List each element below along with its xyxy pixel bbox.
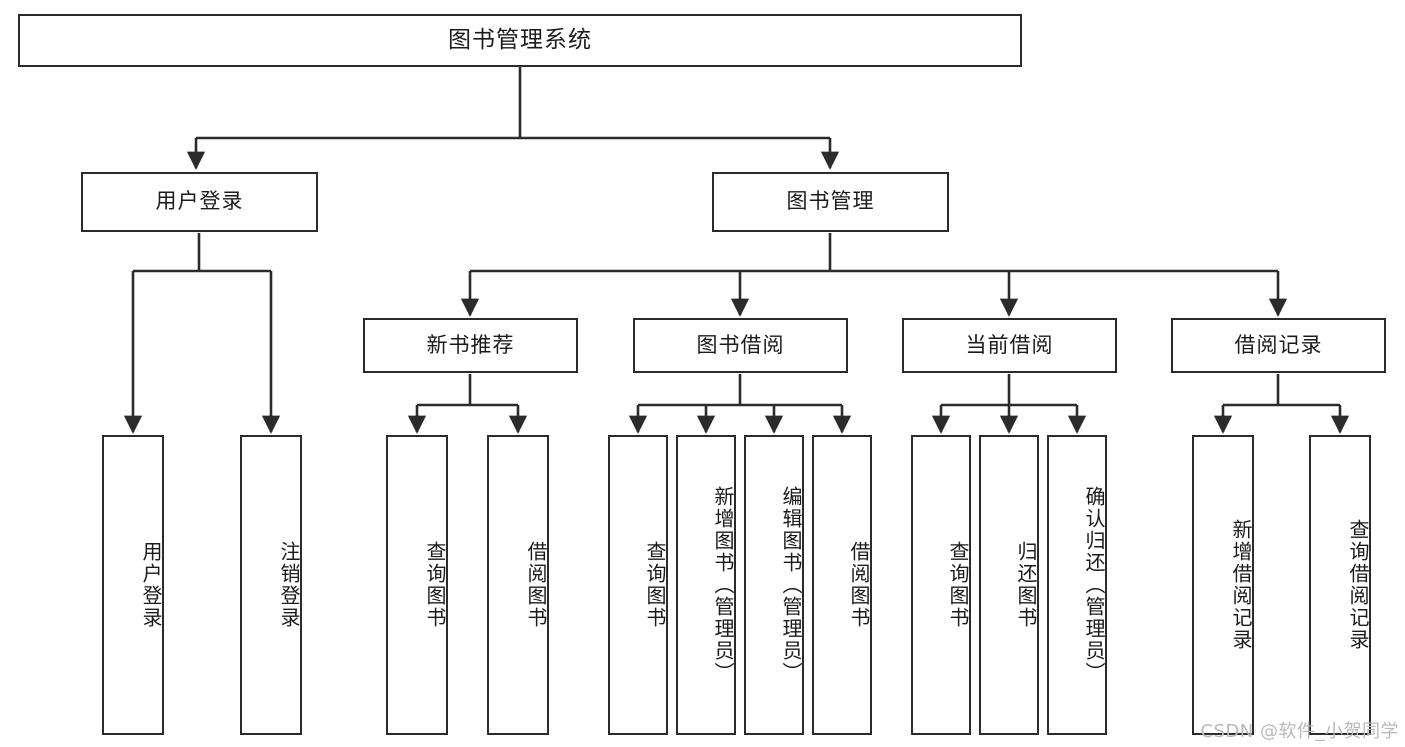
node-leaf-query-book-borrow[interactable]: 查询图书 [608, 435, 668, 735]
node-label: 确认归还（管理员） [1082, 486, 1106, 684]
node-book-manage[interactable]: 图书管理 [712, 172, 949, 232]
node-leaf-confirm-return[interactable]: 确认归还（管理员） [1047, 435, 1107, 735]
node-label: 查询借阅记录 [1346, 519, 1370, 651]
watermark: CSDN @软件_小贺同学 [1200, 721, 1399, 742]
node-label: 图书借阅 [696, 332, 785, 357]
node-label: 编辑图书（管理员） [779, 486, 803, 684]
node-label: 归还图书 [1014, 541, 1038, 629]
node-leaf-borrow-book[interactable]: 借阅图书 [812, 435, 872, 735]
node-label: 借阅记录 [1234, 332, 1323, 357]
node-label: 借阅图书 [524, 541, 548, 629]
node-current-borrow[interactable]: 当前借阅 [902, 318, 1117, 373]
node-label: 借阅图书 [847, 541, 871, 629]
node-leaf-edit-book[interactable]: 编辑图书（管理员） [744, 435, 804, 735]
node-label: 用户登录 [155, 189, 244, 214]
node-book-borrow[interactable]: 图书借阅 [633, 318, 848, 373]
node-leaf-logout[interactable]: 注销登录 [240, 435, 302, 735]
node-label: 注销登录 [277, 541, 301, 629]
node-root-system[interactable]: 图书管理系统 [18, 14, 1022, 67]
node-label: 新书推荐 [426, 332, 515, 357]
node-leaf-query-record[interactable]: 查询借阅记录 [1309, 435, 1371, 735]
node-label: 新增借阅记录 [1229, 519, 1253, 651]
node-new-book-recommend[interactable]: 新书推荐 [363, 318, 578, 373]
node-leaf-query-book-current[interactable]: 查询图书 [911, 435, 971, 735]
node-label: 图书管理系统 [448, 26, 592, 53]
node-leaf-add-book[interactable]: 新增图书（管理员） [676, 435, 736, 735]
node-borrow-record[interactable]: 借阅记录 [1171, 318, 1386, 373]
node-label: 查询图书 [946, 541, 970, 629]
node-label: 新增图书（管理员） [711, 486, 735, 684]
node-label: 用户登录 [139, 541, 163, 629]
node-leaf-borrow-book-recommend[interactable]: 借阅图书 [487, 435, 549, 735]
node-user-login[interactable]: 用户登录 [81, 172, 318, 232]
node-label: 查询图书 [643, 541, 667, 629]
node-label: 当前借阅 [965, 332, 1054, 357]
node-label: 图书管理 [786, 189, 875, 214]
node-leaf-query-book-recommend[interactable]: 查询图书 [386, 435, 448, 735]
node-leaf-user-login[interactable]: 用户登录 [102, 435, 164, 735]
node-leaf-add-record[interactable]: 新增借阅记录 [1192, 435, 1254, 735]
node-label: 查询图书 [423, 541, 447, 629]
node-leaf-return-book[interactable]: 归还图书 [979, 435, 1039, 735]
